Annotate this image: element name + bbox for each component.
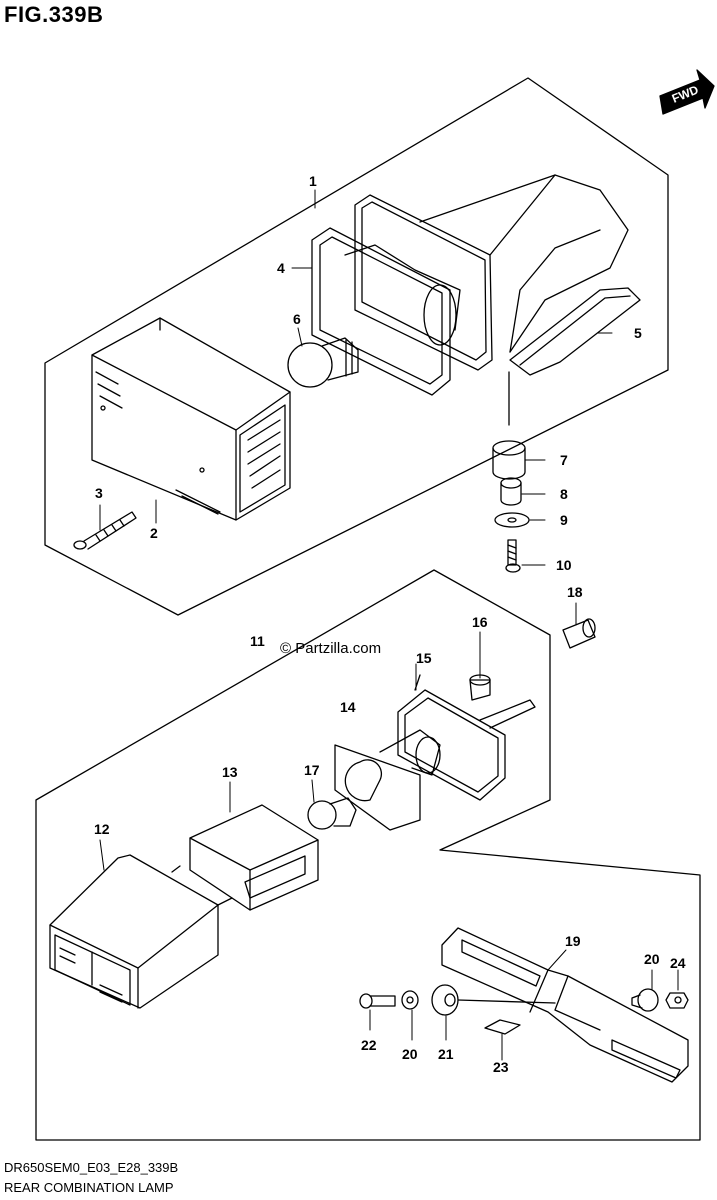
callout-8: 8 xyxy=(560,486,568,502)
footer-code: DR650SEM0_E03_E28_339B xyxy=(4,1160,179,1175)
callout-20a: 20 xyxy=(644,951,660,967)
part-bracket-14 xyxy=(334,729,441,831)
callout-2: 2 xyxy=(150,525,158,541)
callout-1: 1 xyxy=(309,173,317,189)
part-nut-16 xyxy=(469,674,491,701)
callout-numbers: 1 2 3 4 5 6 7 8 9 10 11 12 13 14 15 16 1… xyxy=(94,173,686,1075)
callout-13: 13 xyxy=(222,764,238,780)
part-plate-bracket-19 xyxy=(441,927,689,1083)
part-gasket-4 xyxy=(311,227,451,396)
callout-11: 11 xyxy=(250,633,265,649)
part-license-lamp-15 xyxy=(397,674,536,801)
part-stack-7-10 xyxy=(492,371,530,573)
callout-12: 12 xyxy=(94,821,110,837)
callout-22: 22 xyxy=(361,1037,377,1053)
lower-group-frame xyxy=(35,569,701,1141)
part-hardware-20-24 xyxy=(359,984,689,1035)
callout-10: 10 xyxy=(556,557,572,573)
callout-9: 9 xyxy=(560,512,568,528)
figure-title: FIG.339B xyxy=(4,2,104,27)
part-housing-12 xyxy=(49,854,233,1009)
upper-group-frame xyxy=(44,77,669,616)
fwd-arrow xyxy=(659,69,715,115)
callout-16: 16 xyxy=(472,614,488,630)
footer-name: REAR COMBINATION LAMP xyxy=(4,1180,174,1195)
callout-20b: 20 xyxy=(402,1046,418,1062)
callout-24: 24 xyxy=(670,955,686,971)
callout-15: 15 xyxy=(416,650,432,666)
part-lens-13 xyxy=(189,804,319,911)
callout-4: 4 xyxy=(277,260,285,276)
part-screw-3 xyxy=(73,511,137,550)
part-lens-housing xyxy=(91,317,291,521)
callout-6: 6 xyxy=(293,311,301,327)
callout-14: 14 xyxy=(340,699,356,715)
callout-19: 19 xyxy=(565,933,581,949)
callout-21: 21 xyxy=(438,1046,454,1062)
part-bulb-6 xyxy=(287,337,359,388)
part-bulb-17 xyxy=(307,797,357,830)
callout-23: 23 xyxy=(493,1059,509,1075)
part-lamp-body-5 xyxy=(344,174,641,376)
leader-lines xyxy=(99,189,679,1061)
watermark: © Partzilla.com xyxy=(280,640,381,657)
callout-5: 5 xyxy=(634,325,642,341)
callout-7: 7 xyxy=(560,452,568,468)
callout-18: 18 xyxy=(567,584,583,600)
callout-3: 3 xyxy=(95,485,103,501)
callout-17: 17 xyxy=(304,762,320,778)
part-spacer-18 xyxy=(562,618,596,649)
